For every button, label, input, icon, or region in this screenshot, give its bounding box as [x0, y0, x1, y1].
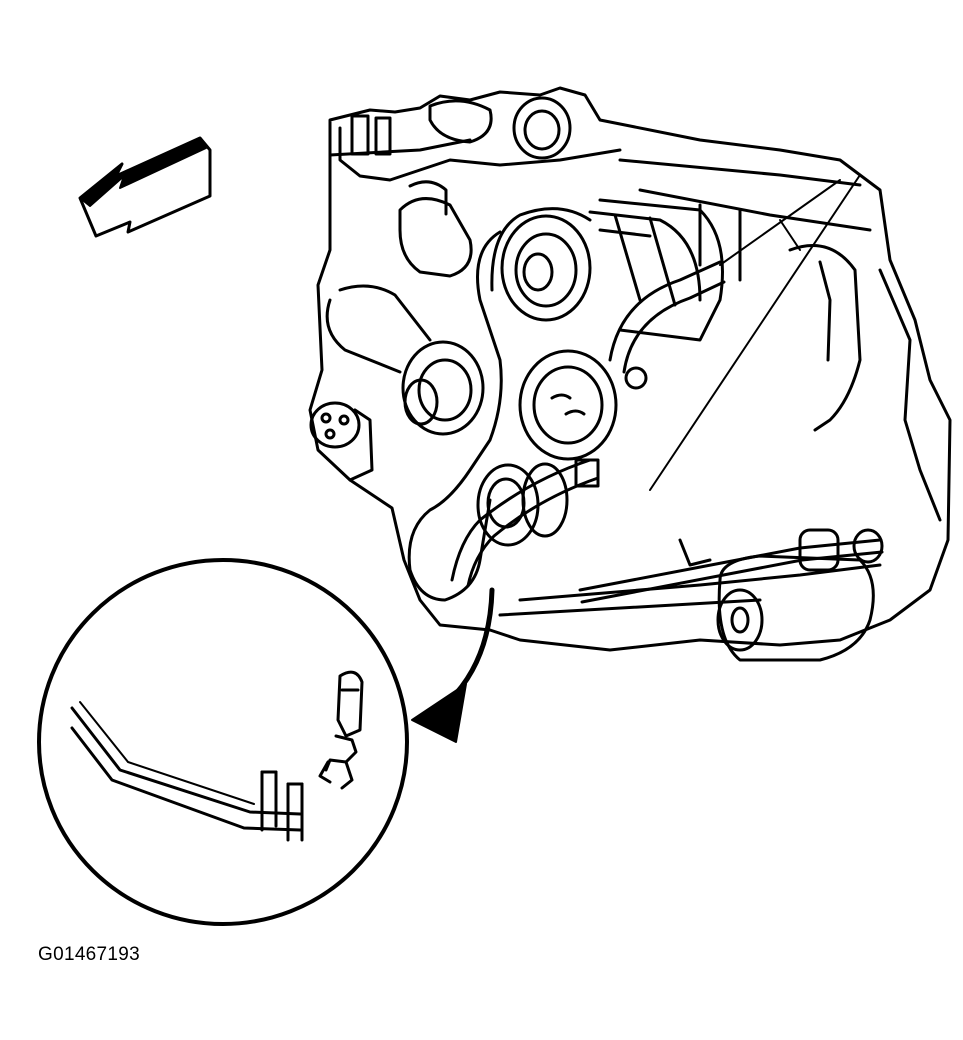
idler-pulley-left	[401, 340, 485, 436]
water-pump-pulley	[518, 349, 618, 461]
ac-compressor-pulley	[309, 401, 374, 482]
accessory-drive-belt	[325, 207, 592, 602]
crankshaft-pulley	[476, 462, 569, 547]
heater-pipe	[450, 260, 726, 588]
alternator	[598, 198, 724, 342]
engine-block	[308, 86, 952, 652]
power-steering-pulley	[500, 210, 702, 322]
thermostat-housing	[398, 180, 473, 278]
callout-arrow	[411, 587, 495, 743]
lower-tube	[578, 528, 884, 604]
front-direction-arrow	[78, 136, 212, 238]
figure-id-label: G01467193	[38, 944, 141, 965]
detail-inset	[37, 558, 409, 926]
leader-lines	[649, 174, 861, 491]
